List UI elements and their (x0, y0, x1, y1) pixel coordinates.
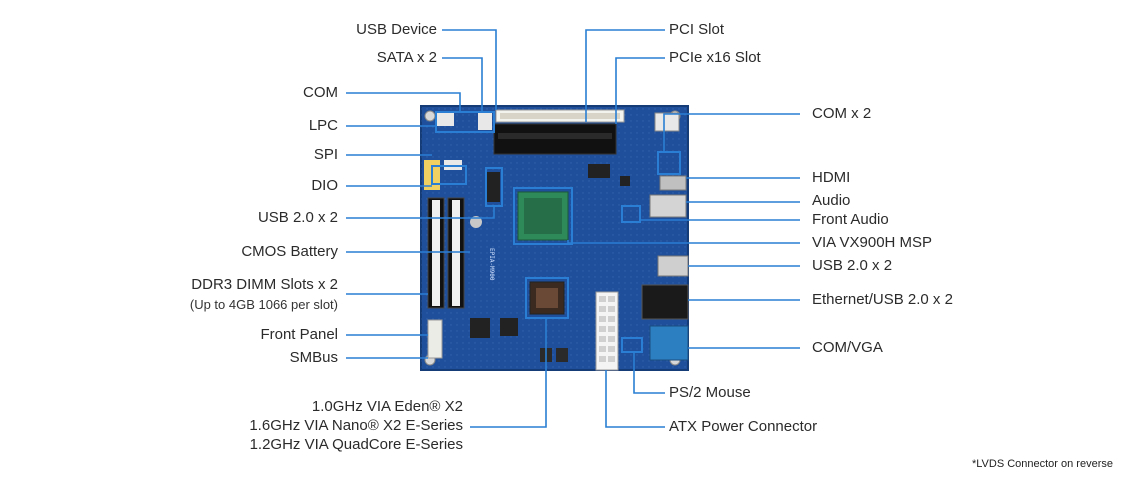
label-pci-slot: PCI Slot (669, 21, 725, 38)
label-usb-device: USB Device (356, 21, 437, 38)
label-com: COM (303, 84, 338, 101)
com-vga-port (649, 325, 689, 361)
audio-jacks (649, 194, 687, 218)
label-dio: DIO (311, 177, 338, 194)
usb-port (657, 255, 689, 277)
label-audio: Audio (812, 192, 851, 209)
footnote: *LVDS Connector on reverse (971, 458, 1113, 470)
cpu-label: 1.0GHz VIA Eden® X2 1.6GHz VIA Nano® X2 … (249, 397, 463, 454)
label-ps2-mouse: PS/2 Mouse (669, 384, 751, 401)
label-usb20-left: USB 2.0 x 2 (257, 209, 338, 226)
ethernet-usb-port (641, 284, 689, 320)
label-front-panel: Front Panel (260, 326, 338, 343)
label-com-x2: COM x 2 (812, 105, 872, 122)
cpu-line-2: 1.6GHz VIA Nano® X2 E-Series (249, 417, 463, 434)
label-lpc: LPC (308, 117, 338, 134)
label-ddr3-sub: (Up to 4GB 1066 per slot) (189, 297, 338, 312)
label-spi: SPI (313, 146, 338, 163)
hdmi-port (659, 175, 687, 191)
label-usb20-right: USB 2.0 x 2 (812, 257, 893, 274)
label-cmos-battery: CMOS Battery (241, 243, 338, 260)
label-pcie-slot: PCIe x16 Slot (669, 49, 761, 66)
label-sata: SATA x 2 (376, 49, 437, 66)
mount-hole (424, 110, 436, 122)
label-ethernet-usb: Ethernet/USB 2.0 x 2 (812, 291, 953, 308)
com-header-top (654, 112, 680, 132)
cpu-line-1: 1.0GHz VIA Eden® X2 (311, 398, 463, 415)
cmos-battery (470, 216, 482, 228)
label-com-vga: COM/VGA (812, 339, 883, 356)
label-atx-power: ATX Power Connector (669, 418, 818, 435)
label-hdmi: HDMI (812, 169, 851, 186)
label-via-msp: VIA VX900H MSP (812, 234, 933, 251)
label-ddr3: DDR3 DIMM Slots x 2 (191, 276, 338, 293)
board-model-silkscreen: EPIA-M900 (488, 248, 495, 281)
cpu-line-3: 1.2GHz VIA QuadCore E-Series (249, 436, 463, 453)
label-front-audio: Front Audio (812, 211, 889, 228)
label-smbus: SMBus (289, 349, 338, 366)
